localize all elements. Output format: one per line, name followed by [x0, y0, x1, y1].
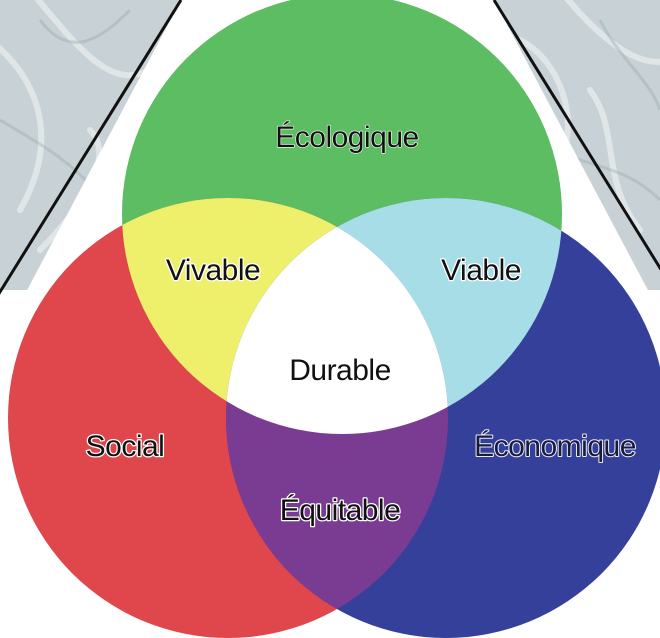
social-label: Social — [86, 430, 165, 463]
equitable-label: Équitable — [280, 494, 401, 527]
triangle-right-edge — [492, 0, 660, 271]
economique-label: Économique — [474, 430, 636, 463]
triangle-left-edge — [0, 0, 183, 295]
ecologique-label: Écologique — [275, 121, 418, 154]
vivable-label: Vivable — [166, 254, 260, 287]
viable-label: Viable — [441, 254, 521, 287]
durable-label: Durable — [289, 354, 391, 387]
